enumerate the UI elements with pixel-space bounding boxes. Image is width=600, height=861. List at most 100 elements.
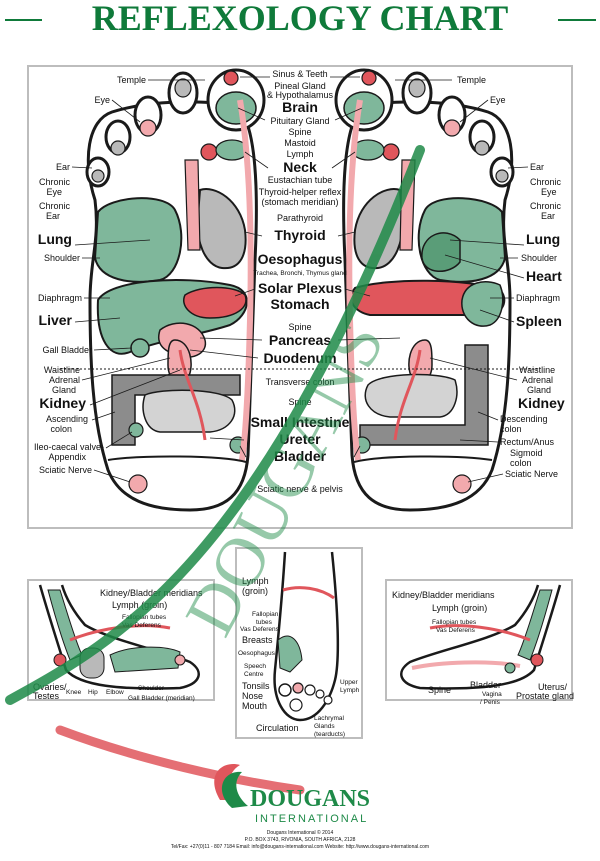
top-panel-labels: Lymph (groin) Fallopian tubes Vas Defere… — [238, 576, 360, 738]
label-chronic-ear-right-1: Chronic — [530, 201, 562, 211]
label-waistline-left: Waistline — [44, 365, 80, 375]
label-oesophagus: Oesophagus — [258, 251, 343, 267]
label-duodenum: Duodenum — [263, 350, 336, 366]
label-eye-left: Eye — [94, 95, 110, 105]
inner-label-ovaries: Ovaries/ — [33, 682, 67, 692]
left-ureter — [178, 349, 207, 441]
outer-label-penis: / Penis — [480, 699, 501, 706]
top-label-fallopian-2: tubes — [256, 619, 273, 626]
label-diaphragm-left: Diaphragm — [38, 293, 82, 303]
top-foot-breast — [277, 635, 303, 673]
label-transverse-colon: Transverse colon — [266, 377, 335, 387]
heart-reflex — [421, 232, 461, 272]
inner-label-shoulder: Shoulder — [138, 685, 165, 692]
top-label-vas: Vas Deferens — [240, 626, 280, 633]
label-waistline-right: Waistline — [519, 365, 555, 375]
top-label-lachrymal-1: Lachrymal — [314, 715, 345, 722]
label-solar-plexus: Solar Plexus — [258, 280, 342, 296]
label-chronic-ear-left-1: Chronic — [39, 201, 71, 211]
left-ear-reflex-1 — [110, 140, 126, 156]
top-label-lymph-2: (groin) — [242, 586, 268, 596]
top-foot-toe-2 — [292, 682, 304, 694]
label-ear-left: Ear — [56, 162, 70, 172]
label-chronic-eye-right-1: Chronic — [530, 177, 562, 187]
label-neck: Neck — [283, 159, 317, 175]
label-shoulder-right: Shoulder — [521, 253, 557, 263]
label-heart: Heart — [526, 268, 562, 284]
right-ureter — [393, 349, 422, 441]
label-chronic-eye-left-2: Eye — [46, 187, 62, 197]
inner-label-knee: Knee — [66, 689, 82, 696]
label-sciatic-right: Sciatic Nerve — [505, 469, 558, 479]
inner-label-fallopian: Fallopian tubes — [122, 614, 167, 621]
label-kidney-left: Kidney — [39, 395, 86, 411]
label-sigmoid-2: colon — [510, 458, 532, 468]
inner-label-elbow: Elbow — [106, 689, 124, 696]
label-pancreas: Pancreas — [269, 332, 331, 348]
right-eye-reflex — [443, 119, 461, 137]
inner-panel-labels: Kidney/Bladder meridians Lymph (groin) F… — [33, 588, 203, 702]
outer-label-spine: Spine — [428, 685, 451, 695]
label-ureter: Ureter — [279, 431, 321, 447]
label-adrenal-left-1: Adrenal — [49, 375, 80, 385]
leader-lines — [71, 76, 529, 483]
label-small-intestine: Small Intestine — [251, 414, 350, 430]
label-chronic-eye-left-1: Chronic — [39, 177, 71, 187]
left-foot — [85, 68, 266, 512]
label-spine-1: Spine — [288, 127, 311, 137]
left-ear-reflex-2 — [91, 169, 105, 183]
top-label-mouth: Mouth — [242, 701, 267, 711]
label-rectum: Rectum/Anus — [500, 437, 555, 447]
label-sigmoid-1: Sigmoid — [510, 448, 543, 458]
left-brain-reflex — [215, 91, 257, 125]
top-label-oesophagus: Oesophagus — [238, 650, 276, 657]
label-kidney-right: Kidney — [518, 395, 565, 411]
inner-shoulder-reflex — [109, 646, 181, 673]
logo-mark-green — [221, 771, 248, 808]
right-labels: Temple Eye Ear Chronic Eye Chronic Ear L… — [457, 75, 565, 479]
label-adrenal-left-2: Gland — [52, 385, 76, 395]
label-pineal-2: & Hypothalamus — [267, 90, 334, 100]
top-label-lachrymal-3: (tearducts) — [314, 731, 345, 738]
label-ascending-2: colon — [50, 424, 72, 434]
label-sciatic-left: Sciatic Nerve — [39, 465, 92, 475]
label-lung-left: Lung — [38, 231, 72, 247]
watermark-swoosh-red — [55, 725, 305, 795]
top-label-upper-lymph-2: Lymph — [340, 687, 360, 694]
spleen-reflex — [461, 281, 504, 327]
top-label-upper-lymph-1: Upper — [340, 679, 359, 686]
right-sciatic-reflex — [452, 474, 472, 494]
right-ear-reflex-1 — [474, 140, 490, 156]
label-parathyroid: Parathyroid — [277, 213, 323, 223]
outer-label-vagina: Vagina — [482, 691, 502, 698]
inner-toe-dot — [174, 654, 186, 666]
logo-name: DOUGANS — [250, 786, 370, 812]
top-label-speech-1: Speech — [244, 663, 266, 670]
ileo-caecal-reflex — [128, 422, 144, 438]
outer-meridian — [517, 589, 553, 661]
label-stomach: Stomach — [270, 296, 329, 312]
top-label-breasts: Breasts — [242, 635, 273, 645]
inner-label-vas: Vas Deferens — [122, 622, 162, 629]
left-pineal-reflex — [223, 70, 239, 86]
left-small-intestine — [142, 389, 236, 433]
label-chronic-ear-left-2: Ear — [46, 211, 60, 221]
left-lung — [93, 197, 183, 283]
left-sinus-reflex — [174, 78, 192, 98]
right-ear-reflex-2 — [495, 169, 509, 183]
label-adrenal-right-1: Adrenal — [522, 375, 553, 385]
top-foot-toe-3 — [304, 684, 316, 696]
gall-bladder-reflex — [130, 338, 150, 358]
left-neck-red — [200, 143, 218, 161]
footer-line-3: Tel/Fax: +27(0)11 - 807 7184 Email: info… — [171, 844, 429, 850]
inner-label-kidney-meridians: Kidney/Bladder meridians — [100, 588, 203, 598]
top-label-fallopian-1: Fallopian — [252, 611, 279, 618]
left-stomach — [183, 286, 247, 319]
outer-label-lymph: Lymph (groin) — [432, 603, 487, 613]
watermark-swoosh-green — [5, 145, 425, 705]
label-trachea: Trachea, Bronchi, Thymus gland — [253, 270, 347, 277]
left-sciatic-reflex — [128, 474, 148, 494]
label-eustachian: Eustachian tube — [268, 175, 333, 185]
label-chronic-ear-right-2: Ear — [541, 211, 555, 221]
